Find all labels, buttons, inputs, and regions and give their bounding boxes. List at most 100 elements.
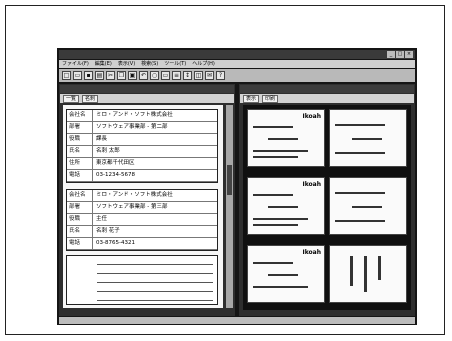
- memo-line: [97, 300, 213, 301]
- field-label: 役職: [67, 214, 93, 225]
- field-label: 会社名: [67, 190, 93, 201]
- department-field[interactable]: ソフトウェア事業部 - 第三部: [96, 204, 168, 210]
- viewer-header: [240, 85, 414, 93]
- undo-icon[interactable]: ↶: [139, 71, 148, 80]
- text-line: [253, 286, 308, 288]
- editor-tabs: 一覧 名刺: [60, 94, 234, 103]
- tab-print[interactable]: 印刷: [262, 94, 279, 103]
- name-field[interactable]: 名刺 太郎: [96, 148, 120, 154]
- text-line: [268, 138, 298, 140]
- field-row: 会社名ミロ・アンド・ソフト株式会社: [67, 110, 217, 122]
- card-thumbnail-grid: Ikoah Ikoah: [243, 105, 411, 310]
- toolbar: □ ▭ ▪ ▤ ✂ ❐ ▣ ↶ ○ ▭ ≡ ↕ ◫ ✉ ?: [59, 69, 415, 82]
- menu-help[interactable]: ヘルプ(H): [192, 61, 215, 67]
- field-row: 部署ソフトウェア事業部 - 第二部: [67, 122, 217, 134]
- phone-field[interactable]: 03-1234-5678: [96, 172, 135, 178]
- field-label: 氏名: [67, 146, 93, 157]
- text-line: [352, 206, 382, 208]
- department-field[interactable]: ソフトウェア事業部 - 第二部: [96, 124, 168, 130]
- card-thumbnail[interactable]: [329, 177, 407, 235]
- text-line: [253, 126, 293, 128]
- help-icon[interactable]: ?: [216, 71, 225, 80]
- viewer-tabs: 表示 印刷: [240, 94, 414, 103]
- editor-header: [60, 85, 234, 93]
- minimize-icon[interactable]: _: [387, 51, 395, 58]
- field-row: 役職主任: [67, 214, 217, 226]
- card-record-2: 会社名ミロ・アンド・ソフト株式会社 部署ソフトウェア事業部 - 第三部 役職主任…: [66, 189, 218, 251]
- field-row: 会社名ミロ・アンド・ソフト株式会社: [67, 190, 217, 202]
- title-field[interactable]: 課長: [96, 136, 108, 142]
- editor-scrollbar[interactable]: [226, 105, 233, 308]
- card-thumbnail[interactable]: [329, 245, 407, 303]
- card-thumbnail[interactable]: Ikoah: [247, 109, 325, 167]
- scrollbar-thumb[interactable]: [227, 165, 232, 195]
- list-icon[interactable]: ≡: [172, 71, 181, 80]
- card-logo: Ikoah: [302, 181, 321, 188]
- mail-icon[interactable]: ✉: [205, 71, 214, 80]
- text-line: [253, 224, 298, 226]
- save-icon[interactable]: ▪: [84, 71, 93, 80]
- title-field[interactable]: 主任: [96, 216, 108, 222]
- field-row: 住所東京都千代田区: [67, 158, 217, 170]
- menu-search[interactable]: 検索(S): [141, 61, 159, 67]
- menu-view[interactable]: 表示(V): [117, 61, 136, 67]
- tab-card[interactable]: 名刺: [82, 94, 99, 103]
- text-line: [253, 262, 293, 264]
- address-field[interactable]: 東京都千代田区: [96, 160, 135, 166]
- menu-tools[interactable]: ツール(T): [164, 61, 187, 67]
- menu-bar: ファイル(F) 編集(E) 表示(V) 検索(S) ツール(T) ヘルプ(H): [59, 60, 415, 68]
- text-line: [335, 124, 385, 126]
- text-line: [268, 274, 298, 276]
- card-logo: Ikoah: [302, 249, 321, 256]
- text-line: [378, 256, 381, 280]
- card-logo: Ikoah: [302, 113, 321, 120]
- card-icon[interactable]: ▭: [161, 71, 170, 80]
- field-label: 部署: [67, 202, 93, 213]
- card-image-pane: 表示 印刷 Ikoah: [239, 84, 415, 316]
- text-line: [364, 256, 367, 292]
- app-window: _ □ × ファイル(F) 編集(E) 表示(V) 検索(S) ツール(T) ヘ…: [57, 48, 417, 325]
- field-label: 住所: [67, 158, 93, 169]
- close-icon[interactable]: ×: [405, 51, 413, 58]
- tab-view[interactable]: 表示: [243, 94, 260, 103]
- field-row: 役職課長: [67, 134, 217, 146]
- company-field[interactable]: ミロ・アンド・ソフト株式会社: [96, 192, 173, 198]
- search-icon[interactable]: ○: [150, 71, 159, 80]
- menu-edit[interactable]: 編集(E): [94, 61, 112, 67]
- scan-icon[interactable]: ◫: [194, 71, 203, 80]
- text-line: [350, 256, 353, 286]
- card-thumbnail[interactable]: Ikoah: [247, 245, 325, 303]
- text-line: [352, 138, 382, 140]
- company-field[interactable]: ミロ・アンド・ソフト株式会社: [96, 112, 173, 118]
- copy-icon[interactable]: ❐: [117, 71, 126, 80]
- memo-line: [97, 273, 213, 274]
- tab-list[interactable]: 一覧: [63, 94, 80, 103]
- card-thumbnail[interactable]: [329, 109, 407, 167]
- title-bar: _ □ ×: [59, 50, 415, 59]
- memo-line: [97, 291, 213, 292]
- memo-line: [97, 264, 213, 265]
- open-icon[interactable]: ▭: [73, 71, 82, 80]
- sort-icon[interactable]: ↕: [183, 71, 192, 80]
- field-label: 会社名: [67, 110, 93, 121]
- field-label: 電話: [67, 170, 93, 181]
- menu-file[interactable]: ファイル(F): [62, 61, 89, 67]
- text-line: [335, 220, 385, 222]
- cut-icon[interactable]: ✂: [106, 71, 115, 80]
- field-label: 部署: [67, 122, 93, 133]
- memo-area[interactable]: [66, 255, 218, 305]
- workspace: 一覧 名刺 会社名ミロ・アンド・ソフト株式会社 部署ソフトウェア事業部 - 第二…: [59, 84, 415, 316]
- maximize-icon[interactable]: □: [396, 51, 404, 58]
- memo-line: [97, 282, 213, 283]
- name-field[interactable]: 名刺 花子: [96, 228, 120, 234]
- paste-icon[interactable]: ▣: [128, 71, 137, 80]
- phone-field[interactable]: 03-8765-4321: [96, 240, 135, 246]
- print-icon[interactable]: ▤: [95, 71, 104, 80]
- text-line: [335, 192, 385, 194]
- field-row: 部署ソフトウェア事業部 - 第三部: [67, 202, 217, 214]
- new-icon[interactable]: □: [62, 71, 71, 80]
- status-bar: [59, 317, 415, 324]
- card-thumbnail[interactable]: Ikoah: [247, 177, 325, 235]
- photo-frame: _ □ × ファイル(F) 編集(E) 表示(V) 検索(S) ツール(T) ヘ…: [5, 5, 445, 335]
